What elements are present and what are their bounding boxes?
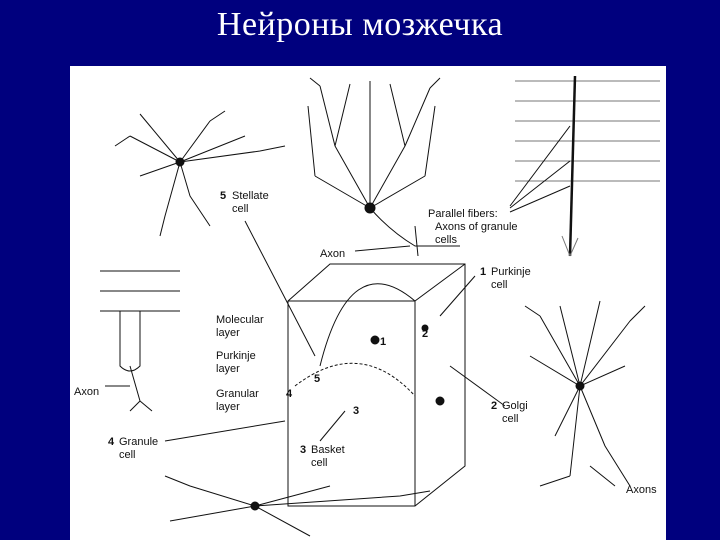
stellate-number: 5 [220, 190, 226, 202]
parallel-fibers-label-1: Parallel fibers: [428, 208, 498, 220]
axon-left-label: Axon [74, 386, 99, 398]
basket-cell-drawing [164, 475, 431, 537]
basket-label-1: Basket [311, 444, 345, 456]
drawings [100, 75, 660, 537]
stellate-cell-drawing [114, 110, 286, 237]
golgi-cell-drawing [524, 300, 646, 487]
parallel-fibers-drawing [509, 75, 660, 257]
purkinje-layer-label-2: layer [216, 363, 240, 375]
purkinje-label-2: cell [491, 279, 508, 291]
molecular-layer-label-2: layer [216, 327, 240, 339]
parallel-fibers-label-3: cells [435, 234, 458, 246]
block-mark-4: 4 [286, 388, 293, 400]
purkinje-number: 1 [480, 266, 486, 278]
stellate-label-2: cell [232, 203, 249, 215]
basket-number: 3 [300, 444, 306, 456]
granule-column-drawing [100, 270, 180, 412]
axons-right-label: Axons [626, 484, 657, 496]
granular-layer-label-2: layer [216, 401, 240, 413]
molecular-layer-label-1: Molecular [216, 314, 264, 326]
golgi-label-2: cell [502, 413, 519, 425]
granular-layer-label-1: Granular [216, 388, 259, 400]
block-mark-3: 3 [353, 405, 359, 417]
leader-lines [105, 220, 616, 487]
basket-label-2: cell [311, 457, 328, 469]
granule-number: 4 [108, 436, 115, 448]
granule-label-1: Granule [119, 436, 158, 448]
parallel-fibers-label-2: Axons of granule [435, 221, 518, 233]
purkinje-label-1: Purkinje [491, 266, 531, 278]
block-mark-5: 5 [314, 373, 320, 385]
purkinje-layer-label-1: Purkinje [216, 350, 256, 362]
golgi-label-1: Golgi [502, 400, 528, 412]
cerebellum-neurons-figure: 5 Stellate cell Axon Parallel fibers: Ax… [70, 66, 666, 540]
block-mark-2: 2 [422, 328, 428, 340]
stellate-label: Stellate [232, 190, 269, 202]
slide-title: Нейроны мозжечка [216, 6, 504, 43]
figure-svg: 5 Stellate cell Axon Parallel fibers: Ax… [74, 75, 660, 537]
granule-label-2: cell [119, 449, 136, 461]
axon-top-label: Axon [320, 248, 345, 260]
labels: 5 Stellate cell Axon Parallel fibers: Ax… [74, 190, 657, 496]
golgi-number: 2 [491, 400, 497, 412]
block-mark-1: 1 [380, 336, 386, 348]
cortex-block-drawing [287, 263, 466, 507]
purkinje-tree-drawing [307, 77, 460, 257]
